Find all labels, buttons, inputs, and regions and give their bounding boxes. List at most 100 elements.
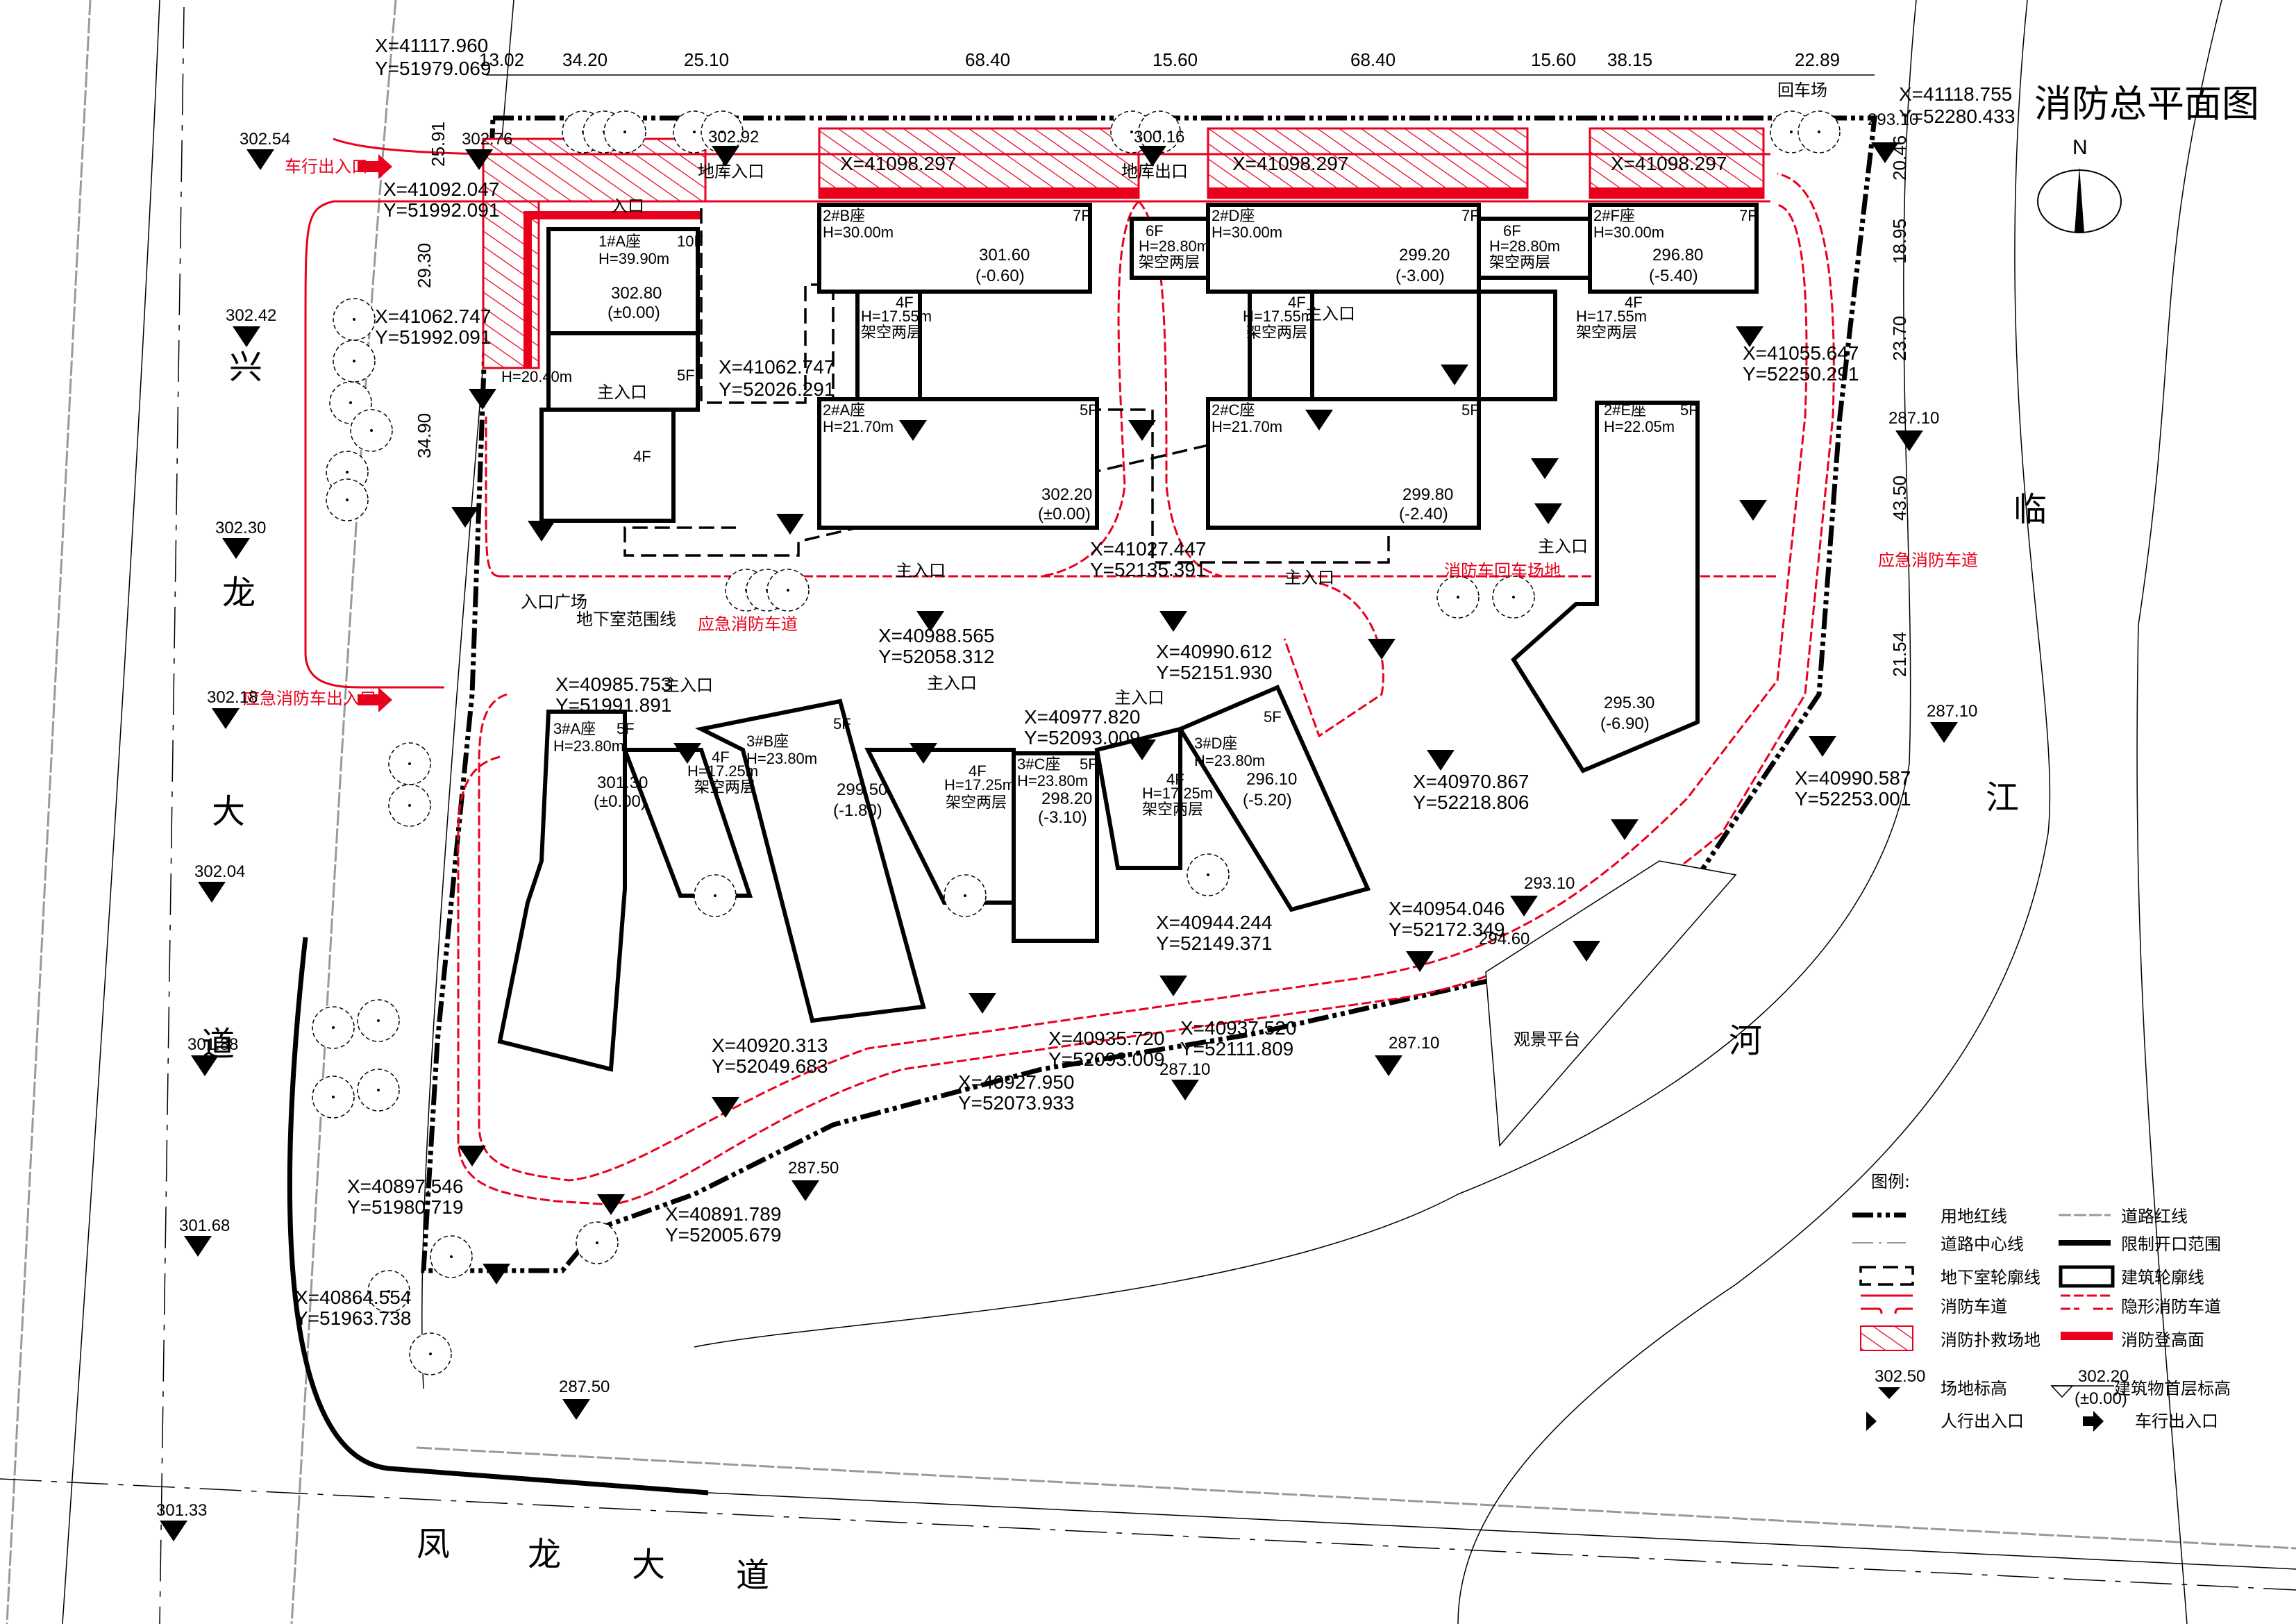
svg-text:X=40897.546: X=40897.546: [347, 1175, 463, 1197]
terrain-contours: [694, 0, 2222, 1624]
svg-text:H=17.25m: H=17.25m: [1142, 785, 1213, 802]
svg-text:25.10: 25.10: [684, 49, 729, 70]
svg-text:X=40954.046: X=40954.046: [1389, 898, 1505, 919]
svg-text:2#A座: 2#A座: [823, 401, 865, 419]
svg-text:兴: 兴: [229, 348, 262, 387]
svg-text:18.95: 18.95: [1889, 219, 1910, 264]
svg-text:302.18: 302.18: [207, 688, 258, 707]
svg-text:建筑物首层标高: 建筑物首层标高: [2114, 1379, 2231, 1398]
drawing-text: 13.02 34.20 25.10 68.40 15.60 68.40 15.6…: [156, 35, 2259, 1595]
svg-text:287.10: 287.10: [1888, 409, 1939, 428]
svg-text:入口: 入口: [611, 196, 644, 216]
svg-text:X=40988.565: X=40988.565: [878, 625, 994, 646]
svg-text:302.04: 302.04: [194, 862, 245, 881]
svg-text:Y=51963.738: Y=51963.738: [295, 1307, 411, 1329]
svg-text:7F: 7F: [1073, 207, 1091, 224]
svg-text:场地标高: 场地标高: [1941, 1379, 2007, 1398]
svg-text:应急消防车出入口: 应急消防车出入口: [243, 689, 376, 708]
svg-text:H=17.55m: H=17.55m: [861, 308, 932, 325]
svg-text:人行出入口: 人行出入口: [1941, 1412, 2024, 1431]
svg-text:Y=52093.009: Y=52093.009: [1024, 727, 1140, 748]
svg-text:主入口: 主入口: [663, 676, 713, 695]
svg-text:43.50: 43.50: [1889, 476, 1910, 521]
basement-outline: [623, 208, 1390, 564]
svg-text:架空两层: 架空两层: [1576, 324, 1637, 341]
svg-text:龙: 龙: [222, 574, 255, 612]
svg-text:2#E座: 2#E座: [1604, 401, 1646, 419]
svg-text:X=40891.789: X=40891.789: [665, 1203, 781, 1225]
svg-text:Y=52253.001: Y=52253.001: [1795, 788, 1911, 810]
svg-text:道路中心线: 道路中心线: [1941, 1234, 2024, 1254]
svg-text:架空两层: 架空两层: [946, 794, 1007, 811]
svg-text:7F: 7F: [1739, 207, 1757, 224]
svg-text:Y=52135.391: Y=52135.391: [1090, 559, 1206, 580]
svg-text:(±0.00): (±0.00): [2075, 1389, 2127, 1408]
svg-text:架空两层: 架空两层: [694, 778, 755, 796]
fire-rescue-areas: [482, 127, 1765, 369]
svg-text:H=30.00m: H=30.00m: [1212, 224, 1282, 241]
svg-text:2#F座: 2#F座: [1593, 207, 1635, 224]
svg-text:301.68: 301.68: [179, 1216, 230, 1235]
svg-text:4F: 4F: [633, 448, 651, 465]
svg-text:Y=51979.069: Y=51979.069: [375, 58, 491, 79]
svg-text:(±0.00): (±0.00): [607, 303, 660, 322]
svg-text:34.90: 34.90: [414, 413, 435, 458]
svg-text:302.54: 302.54: [240, 130, 290, 149]
svg-text:凤: 凤: [417, 1525, 450, 1564]
svg-text:Y=51992.091: Y=51992.091: [383, 199, 499, 221]
svg-text:H=17.55m: H=17.55m: [1243, 308, 1314, 325]
svg-text:4F: 4F: [1625, 294, 1643, 311]
legend: 图例: 用地红线 道路红线 道路中心线 限制开口范围 地下室轮廓线 建筑轮廓线 …: [1852, 1172, 2231, 1432]
svg-text:4F: 4F: [896, 294, 914, 311]
svg-text:3#A座: 3#A座: [553, 720, 596, 737]
svg-text:301.33: 301.33: [156, 1501, 207, 1520]
svg-text:入口广场: 入口广场: [521, 592, 587, 612]
svg-text:龙: 龙: [528, 1535, 561, 1574]
svg-text:X=41117.960: X=41117.960: [375, 35, 488, 56]
svg-text:江: 江: [1986, 778, 2019, 817]
svg-text:295.30: 295.30: [1604, 694, 1654, 712]
svg-text:Y=52049.683: Y=52049.683: [712, 1055, 828, 1077]
svg-text:Y=52093.009: Y=52093.009: [1048, 1048, 1164, 1070]
svg-text:Y=51991.891: Y=51991.891: [555, 694, 671, 716]
svg-text:302.50: 302.50: [1875, 1367, 1925, 1386]
svg-text:架空两层: 架空两层: [1489, 253, 1550, 271]
svg-text:1#A座: 1#A座: [598, 233, 641, 250]
svg-text:架空两层: 架空两层: [861, 324, 922, 341]
svg-text:(-0.60): (-0.60): [975, 267, 1025, 285]
svg-text:4F: 4F: [969, 762, 987, 780]
svg-text:X=40864.554: X=40864.554: [295, 1287, 411, 1308]
svg-text:X=41062.747: X=41062.747: [719, 356, 835, 378]
svg-text:道: 道: [736, 1556, 769, 1595]
svg-text:(-5.20): (-5.20): [1243, 791, 1292, 810]
svg-text:河: 河: [1729, 1021, 1762, 1060]
svg-text:299.20: 299.20: [1399, 246, 1450, 265]
buildings: [497, 203, 1759, 1072]
svg-text:H=21.70m: H=21.70m: [1212, 418, 1282, 435]
svg-text:10F: 10F: [677, 233, 703, 250]
svg-text:Y=52280.433: Y=52280.433: [1899, 106, 2015, 127]
svg-text:主入口: 主入口: [896, 561, 946, 580]
svg-text:X=40927.950: X=40927.950: [958, 1071, 1074, 1093]
svg-text:X=41098.297: X=41098.297: [1232, 153, 1348, 174]
svg-text:主入口: 主入口: [927, 673, 977, 693]
svg-text:(-1.80): (-1.80): [833, 801, 882, 820]
svg-text:22.89: 22.89: [1795, 49, 1840, 70]
svg-text:34.20: 34.20: [562, 49, 607, 70]
svg-text:Y=52218.806: Y=52218.806: [1413, 792, 1529, 813]
svg-text:302.76: 302.76: [462, 130, 512, 149]
svg-text:15.60: 15.60: [1531, 49, 1576, 70]
svg-text:X=40935.720: X=40935.720: [1048, 1028, 1164, 1049]
svg-text:5F: 5F: [1264, 708, 1282, 726]
svg-text:302.20: 302.20: [1041, 485, 1092, 504]
svg-text:H=30.00m: H=30.00m: [823, 224, 894, 241]
svg-text:X=40985.753: X=40985.753: [555, 673, 671, 695]
svg-text:Y=52250.291: Y=52250.291: [1743, 363, 1859, 385]
svg-text:消防车道: 消防车道: [1941, 1297, 2007, 1316]
svg-text:H=22.05m: H=22.05m: [1604, 418, 1675, 435]
svg-text:架空两层: 架空两层: [1142, 801, 1203, 818]
svg-text:限制开口范围: 限制开口范围: [2121, 1234, 2221, 1254]
svg-text:X=40970.867: X=40970.867: [1413, 771, 1529, 792]
svg-text:287.50: 287.50: [559, 1378, 610, 1396]
